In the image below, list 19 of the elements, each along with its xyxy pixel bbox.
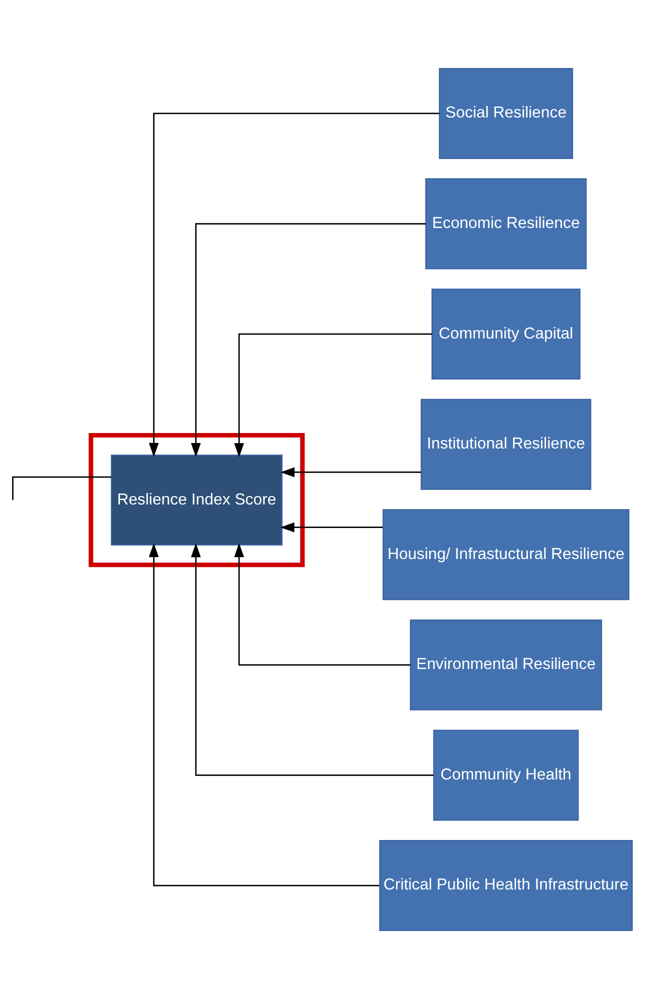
arrow <box>190 222 426 457</box>
node-box: Critical Public Health Infrastructure <box>379 840 633 931</box>
connector <box>12 476 112 500</box>
node-box: Community Capital <box>432 288 580 380</box>
arrow <box>190 542 434 776</box>
arrow <box>234 332 432 457</box>
node-box: Environmental Resilience <box>410 618 602 710</box>
node-box: Housing/ Infrastuctural Resilience <box>382 508 630 600</box>
node-box: Economic Resilience <box>425 178 587 269</box>
node-box: Social Resilience <box>438 67 574 158</box>
arrow <box>148 542 380 886</box>
arrow <box>148 112 440 457</box>
arrow <box>234 542 410 666</box>
cluster <box>88 432 305 567</box>
arrow <box>280 522 383 532</box>
node-box: Reslience Index Score <box>110 454 283 546</box>
arrow <box>280 466 422 477</box>
node-box: Institutional Resilience <box>420 398 592 490</box>
node-box: Community Health <box>433 729 579 820</box>
